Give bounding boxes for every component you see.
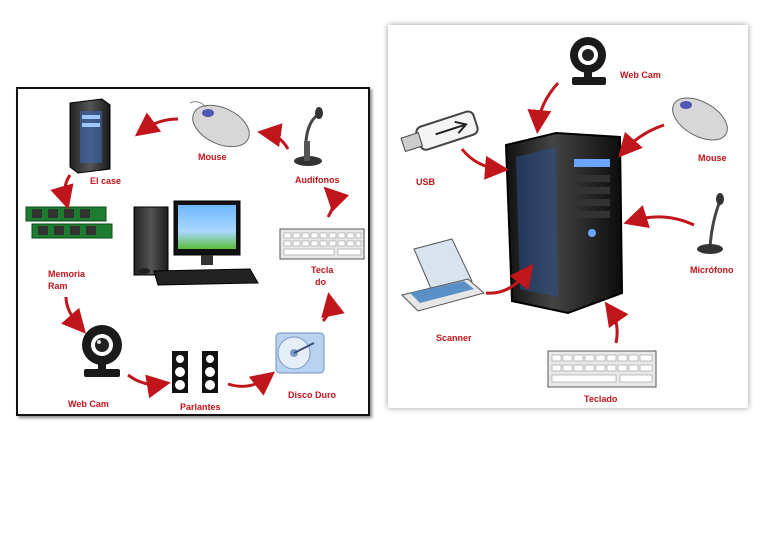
microphone-headset-icon — [294, 107, 323, 166]
right-diagram: Web Cam USB Mouse — [400, 37, 734, 404]
label-keyboard-1: Tecla — [311, 265, 334, 275]
label-microphone: Micrófono — [690, 265, 734, 275]
left-flow-arrows — [50, 112, 350, 399]
label-webcam: Web Cam — [68, 399, 109, 409]
label-memory-1: Memoria — [48, 269, 86, 279]
label-keyboard-right: Teclado — [584, 394, 618, 404]
keyboard-icon — [547, 350, 657, 388]
right-diagram-panel: Web Cam USB Mouse — [388, 25, 748, 408]
desktop-computer-icon — [133, 200, 259, 286]
label-hard-drive: Disco Duro — [288, 390, 337, 400]
label-keyboard-2: do — [315, 277, 326, 287]
left-diagram-panel: El case Mouse Audifonos Memoria Ram — [16, 87, 370, 416]
right-flow-arrows — [460, 81, 695, 344]
left-diagram: El case Mouse Audifonos Memoria Ram — [25, 98, 365, 412]
keyboard-icon — [279, 228, 365, 260]
microphone-icon — [697, 193, 724, 254]
computer-case-icon — [504, 131, 624, 315]
label-case: El case — [90, 176, 121, 186]
scanner-icon — [401, 238, 486, 312]
ram-memory-icon — [25, 206, 113, 239]
label-memory-2: Ram — [48, 281, 68, 291]
speakers-icon — [172, 351, 218, 393]
label-speakers: Parlantes — [180, 402, 221, 412]
label-webcam-right: Web Cam — [620, 70, 661, 80]
mouse-icon — [672, 97, 728, 141]
usb-drive-icon — [400, 110, 479, 153]
label-scanner: Scanner — [436, 333, 472, 343]
label-headphones: Audifonos — [295, 175, 340, 185]
label-usb: USB — [416, 177, 436, 187]
hard-drive-icon — [275, 332, 325, 374]
label-mouse-right: Mouse — [698, 153, 727, 163]
webcam-icon — [82, 325, 122, 377]
computer-tower-icon — [69, 98, 111, 174]
webcam-icon — [570, 37, 606, 85]
mouse-icon — [189, 101, 250, 148]
label-mouse: Mouse — [198, 152, 227, 162]
